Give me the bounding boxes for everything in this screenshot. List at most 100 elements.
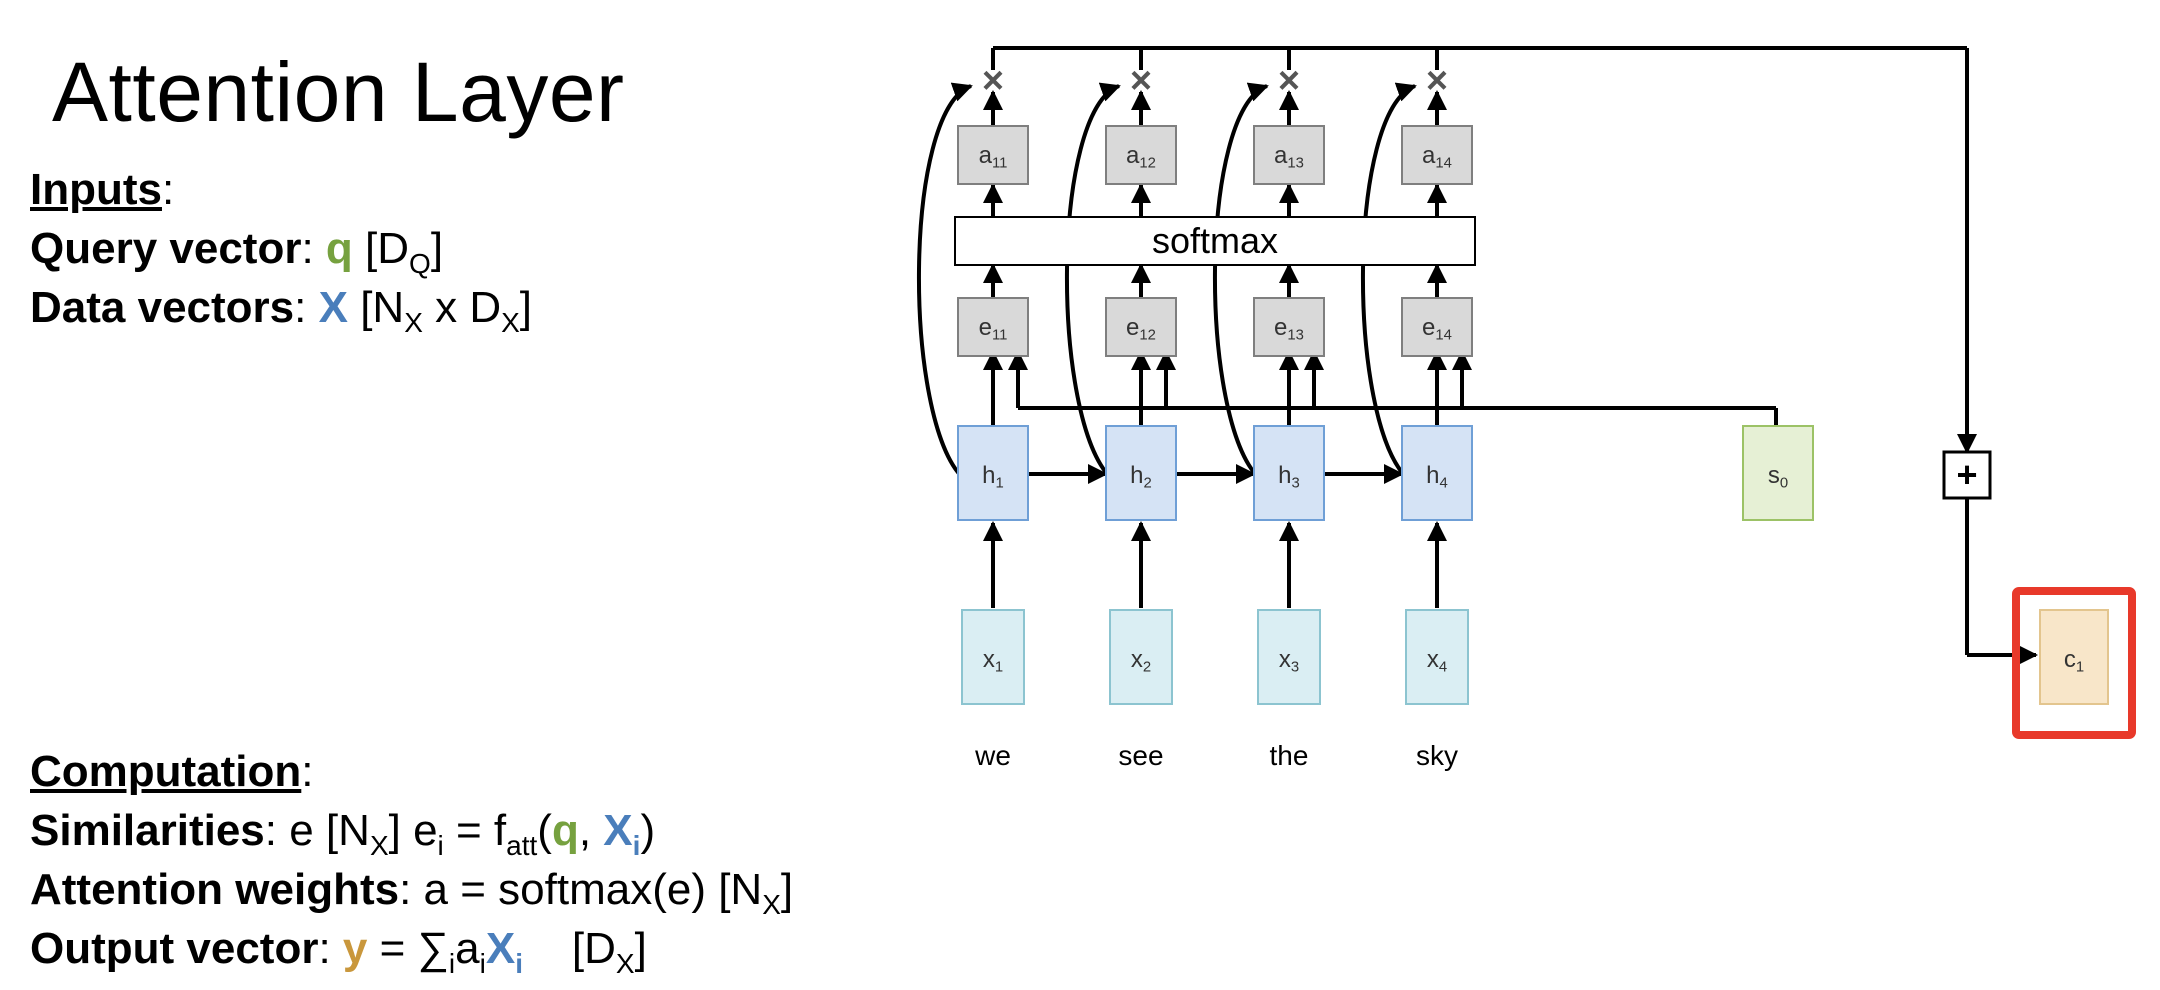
query-dim: [D — [365, 224, 410, 273]
attn-sub: X — [762, 889, 781, 920]
h-to-mult-curve-3 — [1213, 82, 1269, 480]
sim-x: X — [603, 806, 633, 855]
out-dim-close: ] — [634, 924, 647, 973]
similarities-line: Similarities: e [NX] ei = fatt(q, Xi) — [30, 801, 793, 860]
data-dim-mid: x D — [422, 283, 502, 332]
attn-text: : a = softmax(e) [N — [399, 865, 763, 914]
out-sub-i2: i — [479, 948, 486, 979]
inputs-section: Inputs: Query vector: q [DQ] Data vector… — [30, 160, 532, 337]
sim-sub-c: att — [506, 830, 538, 861]
word-label-2: see — [1118, 740, 1163, 771]
data-vectors-line: Data vectors: X [NX x DX] — [30, 283, 533, 338]
score-box-1 — [957, 297, 1029, 357]
attn-weight-label-1: a11 — [979, 142, 1008, 171]
out-x: X — [485, 924, 516, 973]
attention-weights-line: Attention weights: a = softmax(e) [NX] — [30, 860, 793, 919]
h-to-mult-curve-1 — [917, 82, 973, 480]
h-to-mult-curve-2 — [1065, 82, 1121, 480]
plus-icon: + — [1956, 454, 1977, 495]
out-x-sub: i — [515, 948, 523, 979]
data-label: Data vectors — [30, 283, 295, 332]
query-dim-close: ] — [430, 224, 444, 273]
query-symbol: q — [325, 224, 353, 273]
query-state-box — [1742, 425, 1814, 521]
attn-weight-box-2 — [1105, 125, 1177, 185]
data-dim-b-sub: X — [501, 307, 520, 338]
sim-text-b: ] e — [388, 806, 438, 855]
sim-x-sub: i — [632, 830, 641, 861]
out-eq: = ∑ — [367, 924, 449, 973]
query-vector-line: Query vector: q [DQ] — [30, 224, 444, 279]
query-state-label: s0 — [1768, 462, 1788, 491]
sim-text-a: : e [N — [264, 806, 370, 855]
page-title: Attention Layer — [52, 45, 625, 139]
sim-q: q — [551, 806, 579, 855]
input-box-3 — [1257, 609, 1321, 705]
hidden-box-1 — [957, 425, 1029, 521]
multiply-icon-1: × — [982, 60, 1004, 102]
input-box-1 — [961, 609, 1025, 705]
attn-weight-label-2: a12 — [1126, 142, 1156, 171]
score-box-2 — [1105, 297, 1177, 357]
context-label: c1 — [2064, 646, 2084, 675]
query-label: Query vector — [30, 224, 302, 273]
attn-weight-label-3: a13 — [1274, 142, 1304, 171]
h-to-mult-curve-4 — [1361, 82, 1417, 480]
attn-weight-box-4 — [1401, 125, 1473, 185]
computation-section: Computation: Similarities: e [NX] ei = f… — [30, 742, 793, 978]
softmax-box — [954, 216, 1476, 266]
inputs-header: Inputs — [30, 165, 162, 214]
out-dim-sub: X — [615, 948, 635, 979]
hidden-box-3 — [1253, 425, 1325, 521]
word-label-4: sky — [1416, 740, 1458, 771]
data-dim-a: [N — [360, 283, 405, 332]
input-label-2: x2 — [1131, 646, 1151, 675]
out-sub-i: i — [448, 948, 456, 979]
score-label-2: e12 — [1126, 314, 1156, 343]
attn-weight-label-4: a14 — [1422, 142, 1452, 171]
sim-sub-a: X — [369, 830, 389, 861]
hidden-label-1: h1 — [982, 462, 1004, 491]
out-dim: [D — [523, 924, 616, 973]
data-dim-a-sub: X — [404, 307, 423, 338]
out-y: y — [342, 924, 368, 973]
input-label-4: x4 — [1427, 646, 1447, 675]
sim-sub-b: i — [437, 830, 444, 861]
multiply-icon-2: × — [1130, 60, 1152, 102]
attn-weight-box-3 — [1253, 125, 1325, 185]
out-a: a — [455, 924, 480, 973]
plus-box — [1942, 450, 1992, 500]
sim-text-c: = f — [443, 806, 507, 855]
hidden-box-2 — [1105, 425, 1177, 521]
data-symbol: X — [318, 283, 348, 332]
input-label-3: x3 — [1279, 646, 1299, 675]
hidden-box-4 — [1401, 425, 1473, 521]
score-label-4: e14 — [1422, 314, 1452, 343]
word-label-3: the — [1270, 740, 1309, 771]
multiply-icon-3: × — [1278, 60, 1300, 102]
attention-label: Attention weights — [30, 865, 400, 914]
multiply-icon-4: × — [1426, 60, 1448, 102]
softmax-label: softmax — [1152, 220, 1278, 261]
inputs-header-line: Inputs: — [30, 165, 175, 214]
input-box-2 — [1109, 609, 1173, 705]
score-box-4 — [1401, 297, 1473, 357]
attn-weight-box-1 — [957, 125, 1029, 185]
score-label-1: e11 — [979, 314, 1008, 343]
sim-close: ) — [640, 806, 656, 855]
computation-header: Computation — [30, 747, 302, 796]
computation-header-line: Computation: — [30, 747, 314, 796]
word-label-1: we — [974, 740, 1011, 771]
similarities-label: Similarities — [30, 806, 265, 855]
hidden-label-3: h3 — [1278, 462, 1300, 491]
context-box — [2039, 609, 2109, 705]
input-box-4 — [1405, 609, 1469, 705]
output-highlight-frame — [2012, 587, 2136, 739]
hidden-label-2: h2 — [1130, 462, 1152, 491]
attn-close: ] — [780, 865, 794, 914]
hidden-label-4: h4 — [1426, 462, 1448, 491]
input-label-1: x1 — [983, 646, 1003, 675]
score-box-3 — [1253, 297, 1325, 357]
sim-text-d: ( — [537, 806, 552, 855]
